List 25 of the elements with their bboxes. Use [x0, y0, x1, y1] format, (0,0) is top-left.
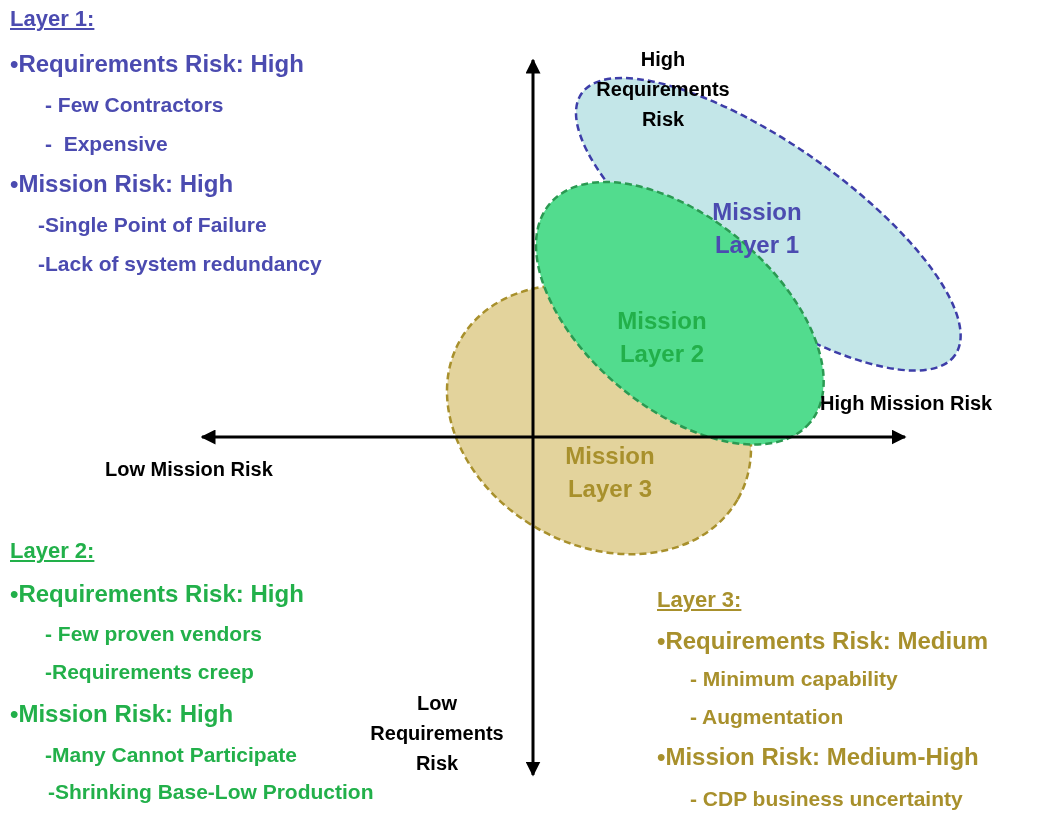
region-label: Mission Layer 2 [616, 306, 708, 369]
list-item: •Mission Risk: High [10, 170, 234, 198]
list-item: •Mission Risk: High [10, 700, 234, 728]
list-item: -Single Point of Failure [38, 213, 267, 237]
list-item: •Requirements Risk: Medium [657, 627, 989, 655]
list-item: - Augmentation [690, 705, 844, 729]
axis-label: Low Requirements Risk [369, 691, 505, 776]
list-item: - Few proven vendors [45, 622, 263, 646]
section-heading: Layer 2: [10, 538, 95, 564]
section-heading: Layer 1: [10, 6, 95, 32]
list-item: •Mission Risk: Medium-High [657, 743, 979, 771]
axis-label: High Mission Risk [820, 392, 993, 415]
list-item: - CDP business uncertainty [690, 787, 963, 811]
list-item: •Requirements Risk: High [10, 580, 304, 608]
region-label: Mission Layer 3 [564, 441, 656, 504]
list-item: -Shrinking Base-Low Production [48, 780, 374, 804]
list-item: - Expensive [45, 132, 168, 156]
axis-label: Low Mission Risk [105, 458, 273, 481]
list-item: - Few Contractors [45, 93, 224, 117]
list-item: •Requirements Risk: High [10, 50, 304, 78]
section-heading: Layer 3: [657, 587, 742, 613]
list-item: -Requirements creep [45, 660, 254, 684]
list-item: -Lack of system redundancy [38, 252, 322, 276]
list-item: -Many Cannot Participate [45, 743, 298, 767]
list-item: - Minimum capability [690, 667, 898, 691]
